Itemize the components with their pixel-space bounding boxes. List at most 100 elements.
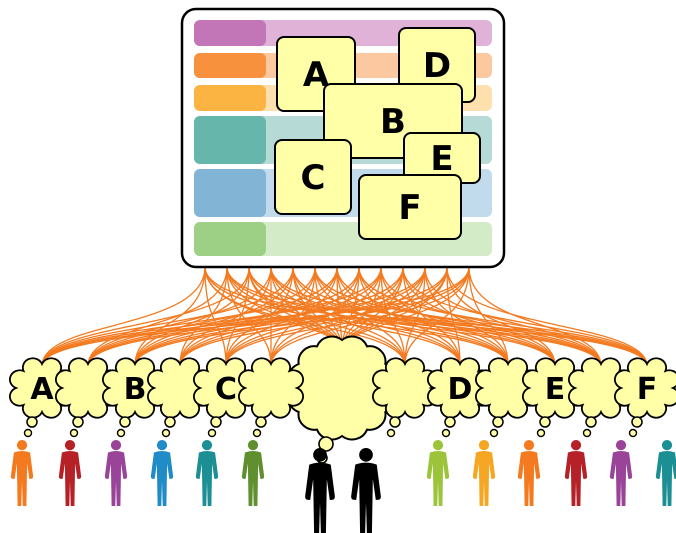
- thought-label: A: [30, 372, 54, 407]
- connector-line: [358, 266, 648, 367]
- connector-line: [225, 266, 294, 367]
- sticky-note-f[interactable]: [358, 174, 462, 240]
- sticky-note-c[interactable]: [274, 139, 352, 215]
- connector-line: [446, 266, 648, 367]
- person-icon: [104, 440, 128, 506]
- connector-line: [226, 266, 461, 367]
- connector-line: [336, 266, 406, 367]
- connector-line: [402, 266, 556, 367]
- thought-bubble: [238, 357, 304, 419]
- thought-dot: [164, 416, 176, 428]
- thought-dot: [492, 416, 504, 428]
- person-icon: [609, 440, 633, 506]
- person-icon: [426, 440, 450, 506]
- person-icon: [58, 440, 82, 506]
- thought-label: C: [215, 372, 237, 407]
- sticky-label: D: [423, 46, 451, 86]
- connector-line: [248, 266, 602, 367]
- connector-line: [270, 266, 404, 367]
- connector-line: [226, 266, 648, 367]
- sticky-label: F: [398, 188, 421, 228]
- connector-line: [248, 266, 509, 367]
- thought-dot: [441, 428, 451, 438]
- thought-dot: [69, 428, 79, 438]
- thought-label: E: [545, 372, 566, 407]
- person-icon: [517, 440, 541, 506]
- thought-dot: [207, 428, 217, 438]
- thought-label: F: [637, 372, 658, 407]
- connector-line: [204, 266, 227, 367]
- connector-line: [134, 266, 206, 367]
- person-icon: [241, 440, 265, 506]
- connector-line: [225, 266, 338, 367]
- people-row: [10, 440, 676, 533]
- board-row-header: [194, 116, 266, 164]
- connector-line: [134, 266, 338, 367]
- connector-line: [292, 266, 406, 367]
- person-icon: [10, 440, 34, 506]
- person-icon: [195, 440, 219, 506]
- board-row-header: [194, 53, 266, 78]
- connector-line: [314, 266, 648, 367]
- person-icon: [305, 448, 335, 533]
- connector-line: [225, 266, 250, 367]
- person-icon: [655, 440, 676, 507]
- thought-dot: [536, 428, 546, 438]
- thought-dot: [116, 428, 126, 438]
- connector-line: [446, 266, 461, 367]
- thought-dot: [161, 428, 171, 438]
- connector-line: [292, 266, 602, 367]
- connector-line: [468, 266, 602, 367]
- connector-line: [226, 266, 556, 367]
- thought-dot: [252, 428, 262, 438]
- thought-bubble: [614, 357, 676, 419]
- connector-line: [336, 266, 602, 367]
- thought-dot: [26, 416, 38, 428]
- thought-dot: [255, 416, 267, 428]
- thought-dot: [444, 416, 456, 428]
- connector-lines: [41, 266, 648, 367]
- thought-dot: [23, 428, 33, 438]
- thought-label: D: [448, 372, 473, 407]
- board-row-header: [194, 20, 266, 46]
- person-icon: [564, 440, 588, 506]
- sticky-label: B: [380, 102, 406, 142]
- connector-line: [87, 266, 272, 367]
- connector-line: [41, 266, 206, 367]
- thought-dot: [539, 416, 551, 428]
- sticky-label: C: [301, 158, 326, 198]
- connector-line: [179, 266, 360, 367]
- thought-label: B: [124, 372, 147, 407]
- thought-dot: [389, 416, 401, 428]
- connector-line: [226, 266, 272, 367]
- connector-line: [380, 266, 602, 367]
- connector-line: [270, 266, 556, 367]
- connector-line: [402, 266, 648, 367]
- connector-line: [204, 266, 602, 367]
- connector-line: [41, 266, 250, 367]
- central-thought-cloud: [287, 335, 397, 441]
- thought-dot: [585, 416, 597, 428]
- connector-line: [179, 266, 316, 367]
- connector-line: [179, 266, 272, 367]
- thought-dot: [386, 428, 396, 438]
- person-icon: [351, 448, 381, 533]
- thought-dot: [489, 428, 499, 438]
- board-row-header: [194, 169, 266, 217]
- thought-dot: [582, 428, 592, 438]
- thought-dot: [72, 416, 84, 428]
- board-row-header: [194, 222, 266, 256]
- thought-dot: [119, 416, 131, 428]
- thought-dot: [628, 428, 638, 438]
- connector-line: [424, 266, 602, 367]
- connector-line: [248, 266, 406, 367]
- person-icon: [150, 440, 174, 506]
- connector-line: [179, 266, 228, 367]
- connector-line: [270, 266, 648, 367]
- connector-line: [134, 266, 294, 367]
- thought-dot: [631, 416, 643, 428]
- thought-dot: [210, 416, 222, 428]
- thought-bubbles: A B C D E F: [9, 335, 676, 464]
